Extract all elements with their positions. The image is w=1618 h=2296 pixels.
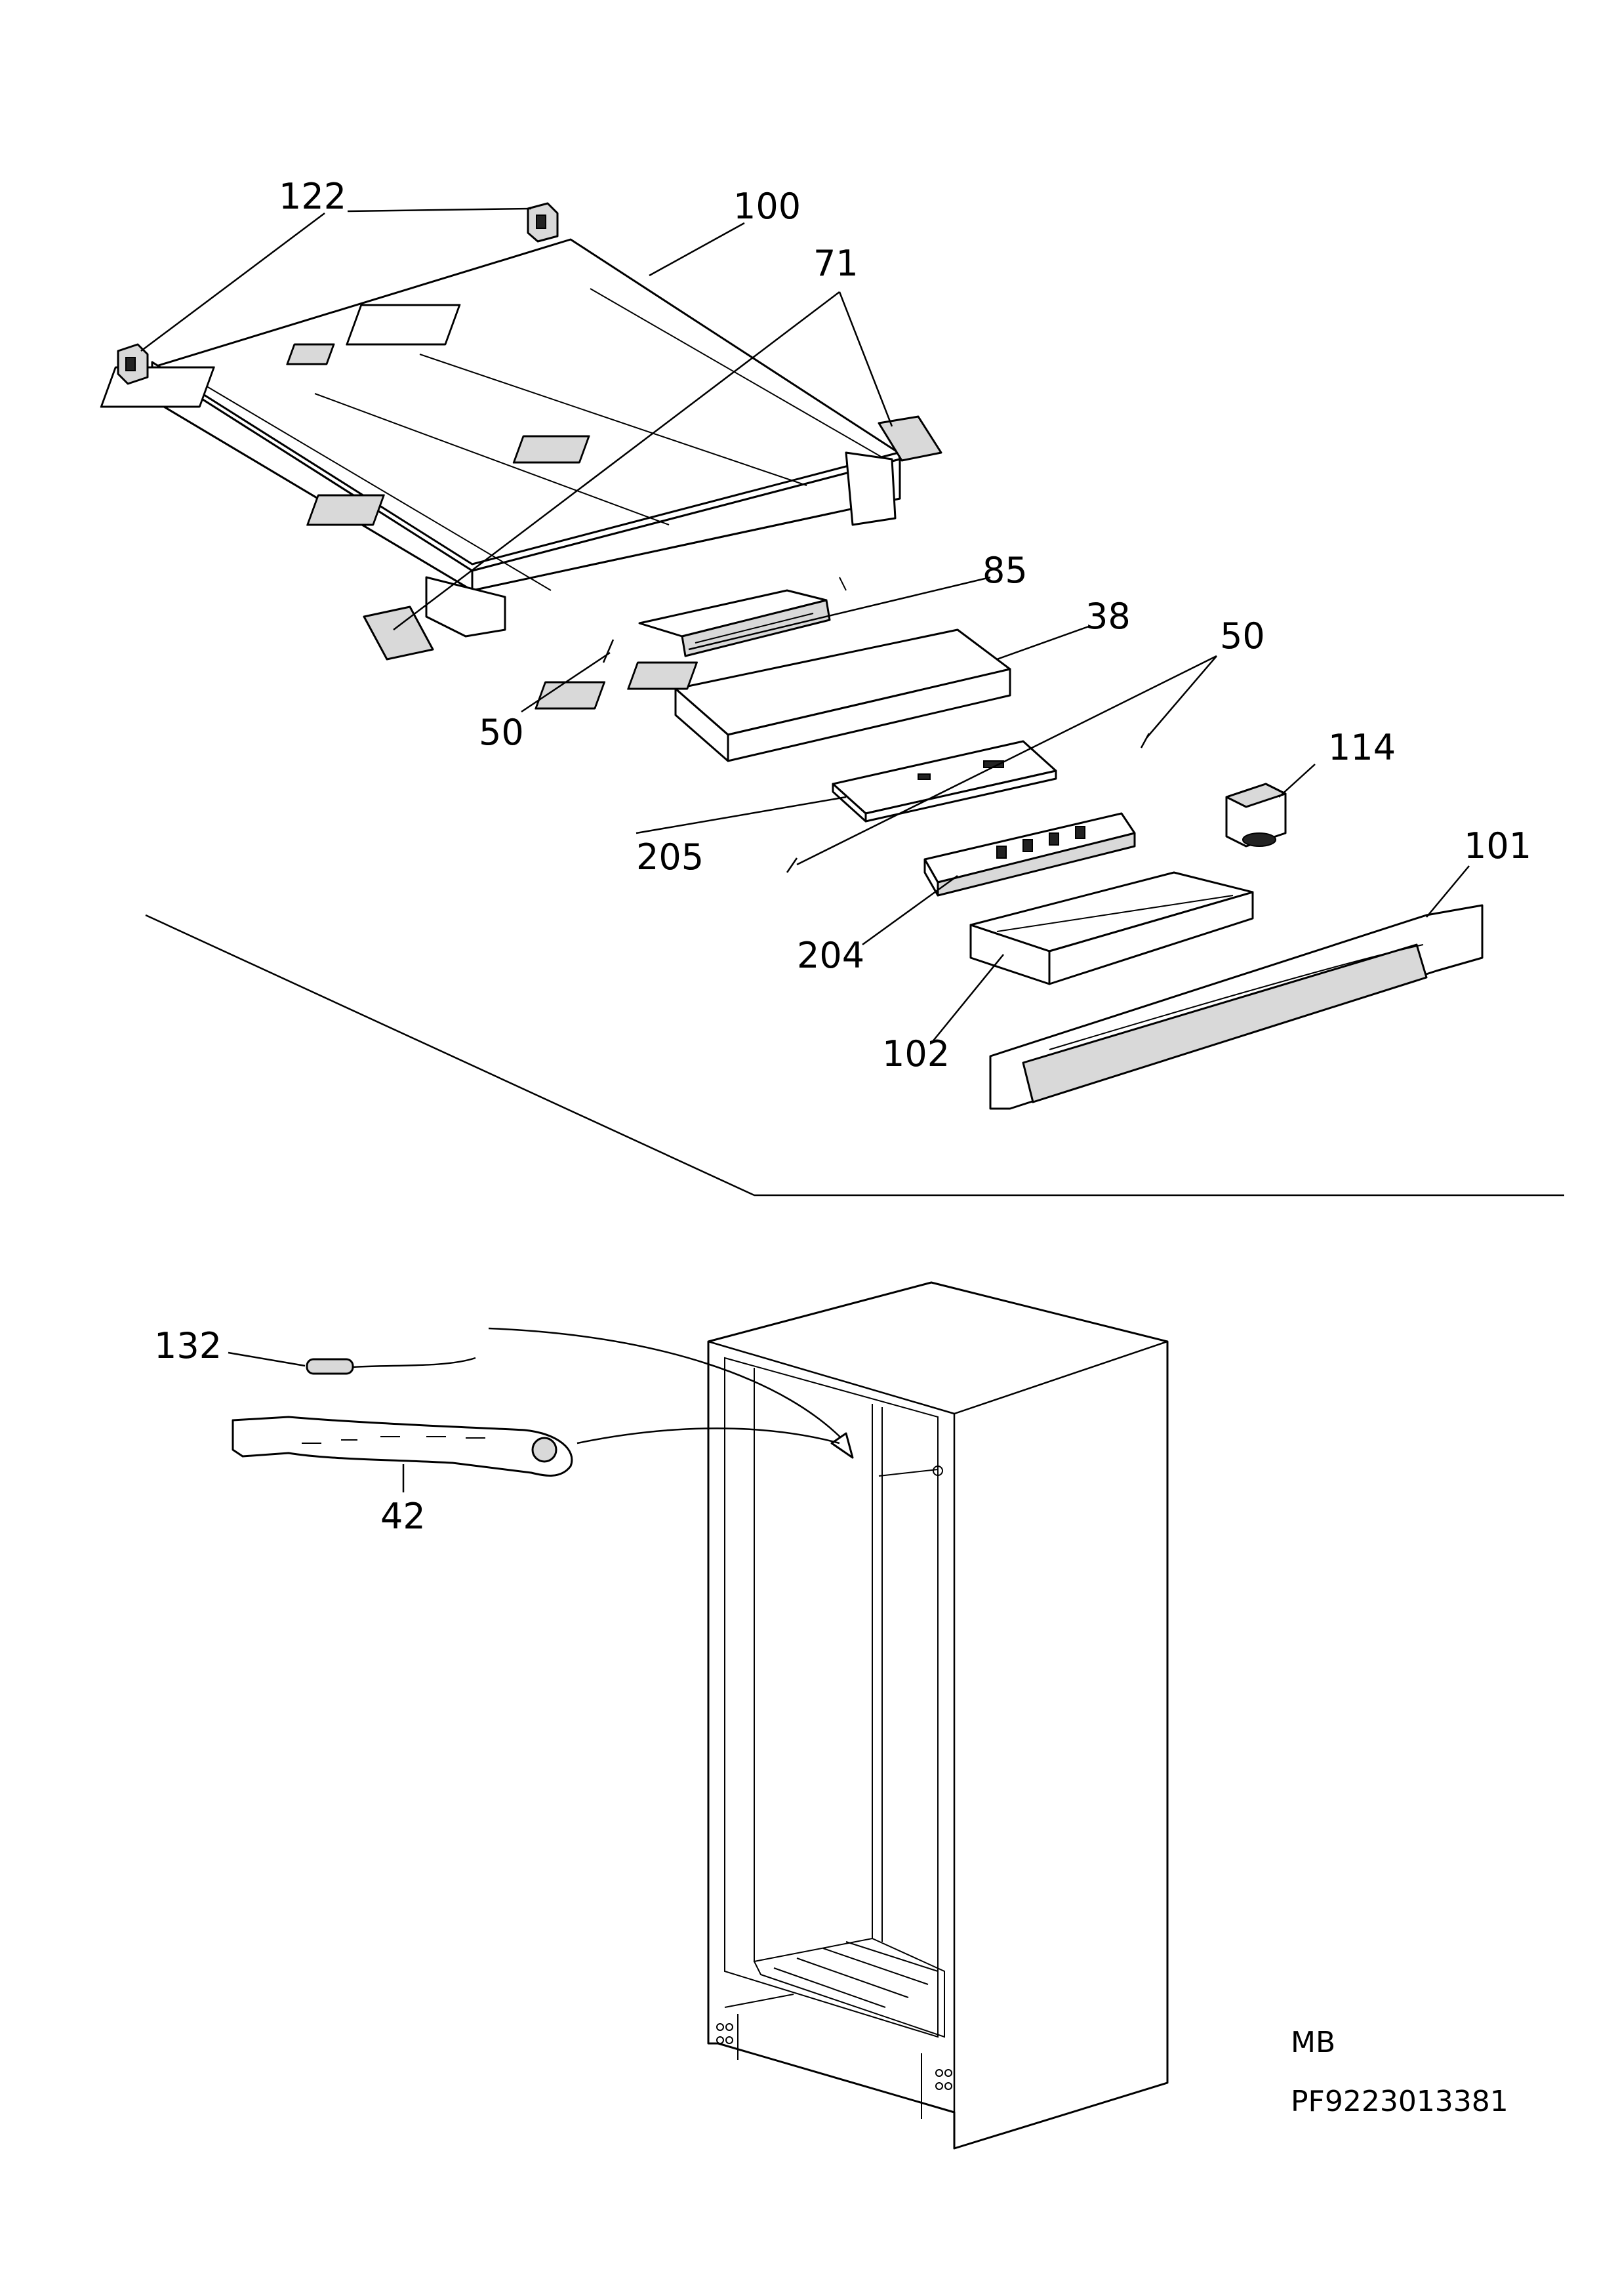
callout-132: 132: [154, 1325, 222, 1366]
callout-101: 101: [1464, 825, 1531, 867]
callout-204: 204: [797, 935, 864, 976]
callout-114: 114: [1328, 727, 1396, 768]
refrigerator-cabinet: [707, 1281, 1169, 2150]
callout-122: 122: [279, 176, 346, 217]
footer-info: MB PF9223013381: [1291, 2026, 1508, 2118]
callout-42: 42: [380, 1496, 426, 1537]
part-122-bracket-right: [527, 202, 559, 243]
callout-38: 38: [1085, 596, 1131, 637]
part-code: PF9223013381: [1291, 2085, 1508, 2118]
callout-50-left: 50: [479, 712, 524, 753]
part-114-lamp-holder: [1225, 783, 1287, 848]
part-101-front-trim: [989, 904, 1484, 1110]
part-122-bracket-left: [117, 343, 149, 385]
callout-71: 71: [813, 243, 859, 284]
part-205-pcb: [832, 740, 1057, 823]
callout-labels: 122 100 71 85 38 50 50 114 205 101 204 1…: [154, 176, 1531, 1537]
callout-102: 102: [882, 1033, 950, 1075]
part-38-housing-frame: [535, 628, 1011, 762]
part-102-panel-frame: [969, 871, 1254, 985]
part-71-cover-left: [363, 605, 434, 661]
callout-50-right: 50: [1220, 615, 1265, 657]
leader-lines-bottom: [228, 1327, 854, 1492]
model-label: MB: [1291, 2026, 1335, 2059]
part-71-cover-right: [878, 415, 942, 462]
part-50-screw-bottom: [786, 857, 798, 873]
callout-205: 205: [636, 836, 704, 878]
section-divider: [145, 914, 1564, 1197]
part-50-screw-left: [602, 639, 615, 663]
callout-100: 100: [733, 186, 801, 227]
callout-85: 85: [982, 550, 1028, 591]
leader-lines-top: [140, 207, 1470, 1044]
part-132-sensor-probe: [306, 1357, 476, 1375]
part-100-top-cover: [100, 238, 901, 638]
part-85-fan-bracket: [638, 577, 847, 657]
part-204-control-panel: [923, 812, 1136, 897]
part-42-cable-duct: [232, 1416, 573, 1477]
